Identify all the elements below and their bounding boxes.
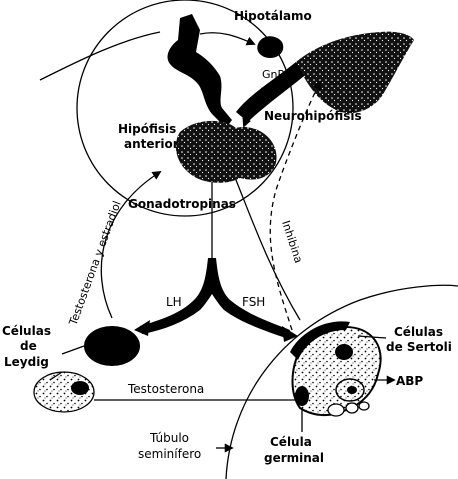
- fsh-arrowhead: [282, 326, 298, 342]
- leydig-cell-nucleus: [71, 381, 89, 395]
- label-testosterona: Testosterona: [127, 382, 204, 396]
- label-hipofisis-2: anterior: [124, 137, 179, 151]
- sertoli-nucleus: [335, 344, 353, 360]
- germinal-cell-3: [346, 403, 358, 413]
- germinal-basal-cell: [295, 386, 309, 406]
- label-sertoli-2: de Sertoli: [386, 340, 452, 354]
- label-germinal-2: germinal: [264, 451, 324, 465]
- label-germinal-1: Célula: [270, 435, 312, 449]
- label-hipotalamo: Hipotálamo: [234, 9, 312, 23]
- outer-arc-left: [40, 32, 160, 80]
- label-leydig-3: Leydig: [4, 355, 49, 369]
- germinal-cell-1-nucleus: [347, 386, 357, 394]
- arrow-to-hypothalamus: [200, 33, 254, 44]
- label-leydig-2: de: [20, 339, 37, 353]
- hypothalamus-stalk: [168, 14, 232, 128]
- label-leydig-1: Células: [2, 324, 51, 338]
- germinal-cell-4: [359, 402, 369, 410]
- neurohypophysis-mass: [296, 32, 414, 114]
- label-sertoli-1: Células: [394, 325, 443, 339]
- label-gnrh: GnRH: [262, 68, 293, 81]
- label-lh: LH: [166, 295, 182, 309]
- leydig-cell-dark: [84, 326, 140, 366]
- hypothalamus-nucleus: [257, 36, 283, 58]
- label-tubulo-2: seminífero: [138, 447, 201, 461]
- label-neurohipofisis: Neurohipófisis: [264, 109, 362, 123]
- testosterone-estradiol-feedback-path: [101, 172, 160, 318]
- label-abp: ABP: [396, 374, 423, 388]
- germinal-cell-2: [328, 404, 344, 416]
- label-gonadotropinas: Gonadotropinas: [128, 197, 236, 211]
- leydig-pointer: [62, 346, 84, 354]
- label-fsh: FSH: [242, 295, 265, 309]
- anterior-pituitary: [176, 121, 277, 183]
- label-inhibina: Inhibina: [279, 219, 305, 265]
- label-testosterona-estradiol: Testosterona y estradiol: [66, 199, 123, 328]
- gonadotropin-split: [140, 258, 290, 338]
- label-tubulo-1: Túbulo: [149, 431, 189, 445]
- label-hipofisis-1: Hipófisis: [118, 122, 176, 136]
